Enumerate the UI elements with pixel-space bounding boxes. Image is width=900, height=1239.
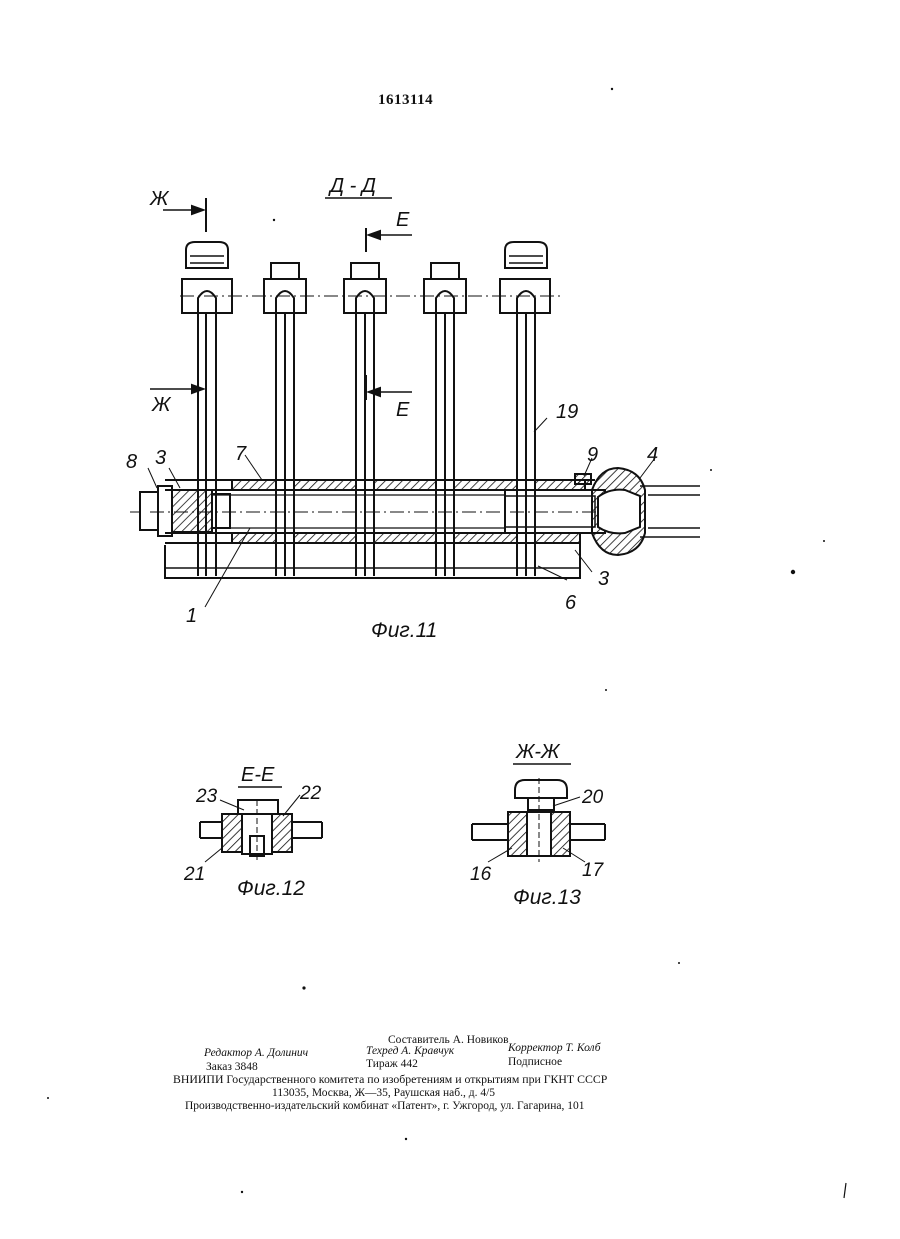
fig13-caption: Фиг.13 — [513, 886, 581, 909]
colophon-tech-editor: Техред А. Кравчук — [366, 1045, 454, 1058]
colophon-circulation: Тираж 442 — [366, 1058, 418, 1071]
callout-17: 17 — [582, 860, 605, 881]
colophon-publisher: Производственно-издательский комбинат «П… — [185, 1100, 584, 1113]
fig12-section-label: Е-Е — [241, 764, 275, 786]
cut-mark-zh-bottom: Ж — [151, 394, 172, 416]
colophon-address: 113035, Москва, Ж—35, Раушская наб., д. … — [272, 1087, 495, 1100]
callout-9: 9 — [587, 444, 598, 466]
callout-20: 20 — [581, 787, 604, 808]
callout-1: 1 — [186, 605, 197, 627]
fig11-section-label: Д - Д — [328, 175, 376, 197]
figure-13: Ж-Ж 20 16 17 Фиг.13 — [470, 741, 605, 909]
fig12-caption: Фиг.12 — [237, 877, 305, 900]
figure-12: Е-Е 23 22 21 Фиг.12 — [183, 764, 322, 900]
cut-mark-e-top: Е — [396, 209, 410, 231]
colophon-editor: Редактор А. Долинич — [204, 1047, 308, 1060]
callout-3-left: 3 — [155, 447, 166, 469]
callout-23: 23 — [195, 786, 218, 807]
callout-8: 8 — [126, 451, 137, 473]
cut-mark-e-bottom: Е — [396, 399, 410, 421]
callout-21: 21 — [183, 864, 205, 885]
fig11-caption: Фиг.11 — [371, 619, 437, 642]
callout-6: 6 — [565, 592, 577, 614]
colophon-subscription: Подписное — [508, 1056, 562, 1069]
callout-19: 19 — [556, 401, 578, 423]
colophon-institute: ВНИИПИ Государственного комитета по изоб… — [173, 1073, 607, 1086]
cut-mark-zh-top: Ж — [149, 188, 170, 210]
callout-22: 22 — [299, 783, 322, 804]
callout-16: 16 — [470, 864, 492, 885]
fig13-section-label: Ж-Ж — [515, 741, 561, 763]
callout-4: 4 — [647, 444, 658, 466]
callout-3-right: 3 — [598, 568, 609, 590]
figure-11: Д - Д Ж Ж Е Е — [126, 175, 700, 642]
callout-7: 7 — [235, 443, 247, 465]
colophon-corrector: Корректор Т. Колб — [508, 1042, 600, 1055]
scan-specks — [47, 88, 846, 1198]
